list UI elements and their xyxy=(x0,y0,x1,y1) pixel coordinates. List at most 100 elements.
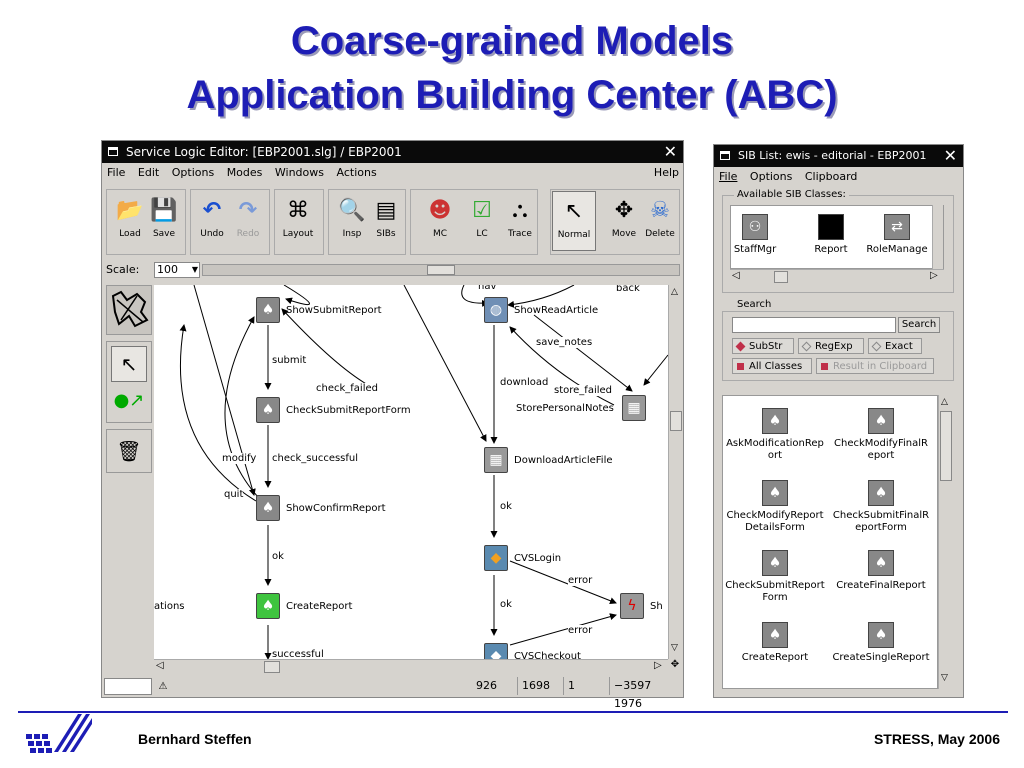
node-cvs-login[interactable]: ◆ xyxy=(484,545,508,571)
edge-label: store_failed xyxy=(554,385,612,396)
layout-button[interactable]: ⌘Layout xyxy=(276,191,320,251)
mc-label: MC xyxy=(432,229,448,239)
menu-edit[interactable]: Edit xyxy=(137,166,160,179)
status-input[interactable] xyxy=(104,678,152,695)
edge-label: successful xyxy=(272,649,324,659)
exact-radio[interactable]: Exact xyxy=(868,338,922,354)
scroll-up-icon[interactable]: △ xyxy=(941,397,948,407)
connect-tool-button[interactable]: ●↗ xyxy=(111,384,147,420)
delete-label: Delete xyxy=(645,229,675,239)
sib-item[interactable]: ♠CreateSingleReport xyxy=(831,622,931,664)
scroll-left-icon[interactable]: ◁ xyxy=(156,660,164,671)
node-show-confirm-report[interactable]: ♠ xyxy=(256,495,280,521)
sib-list-vertical-scrollbar[interactable]: △ ▽ xyxy=(938,395,953,689)
all-classes-check[interactable]: All Classes xyxy=(732,358,812,374)
sib-item-label: CreateReport xyxy=(741,652,809,663)
download-file-icon: ▦ xyxy=(489,452,503,468)
node-download-article-file[interactable]: ▦ xyxy=(484,447,508,473)
save-button[interactable]: 💾Save xyxy=(142,191,186,251)
regexp-radio[interactable]: RegExp xyxy=(798,338,864,354)
node-store-personal-notes[interactable]: ▦ xyxy=(622,395,646,421)
menu-modes[interactable]: Modes xyxy=(226,166,263,179)
menu-clipboard[interactable]: Clipboard xyxy=(804,170,858,183)
menu-file[interactable]: File xyxy=(719,170,738,183)
canvas-vertical-scrollbar[interactable]: △ ▽ xyxy=(668,285,683,659)
node-check-submit-report-form[interactable]: ♠ xyxy=(256,397,280,423)
mc-button[interactable]: ☻MC xyxy=(418,191,462,251)
menu-options[interactable]: Options xyxy=(749,170,793,183)
sib-titlebar[interactable]: SIB List: ewis - editorial - EBP2001 ✕ xyxy=(714,145,963,167)
sib-item[interactable]: ♠CreateReport xyxy=(725,622,825,664)
scroll-left-icon[interactable]: ◁ xyxy=(732,270,740,281)
chevron-down-icon[interactable]: ▼ xyxy=(191,265,198,274)
horizontal-scroll-thumb[interactable] xyxy=(774,271,788,283)
tool-group-select: ↖ ●↗ xyxy=(106,341,152,423)
load-button[interactable]: 📂Load xyxy=(108,191,152,251)
horizontal-scroll-thumb[interactable] xyxy=(264,661,280,673)
menu-windows[interactable]: Windows xyxy=(274,166,324,179)
normal-mode-button[interactable]: ↖Normal xyxy=(552,191,596,251)
status-count: 1 xyxy=(564,677,610,695)
fish-icon: ◆ xyxy=(490,550,502,566)
search-button[interactable]: Search xyxy=(898,317,940,333)
available-classes-list[interactable]: ⚇StaffMgr Report ⇄RoleManage xyxy=(730,205,944,269)
canvas-horizontal-scrollbar[interactable]: ◁ ▷ xyxy=(154,659,668,674)
sibs-button[interactable]: ▤SIBs xyxy=(364,191,408,251)
menu-actions[interactable]: Actions xyxy=(336,166,377,179)
class-report[interactable]: Report xyxy=(781,214,881,256)
sib-item-label-2: ort xyxy=(767,450,783,461)
scale-slider-thumb[interactable] xyxy=(427,265,455,275)
insp-button[interactable]: 🔍Insp xyxy=(330,191,374,251)
pan-icon[interactable]: ✥ xyxy=(670,659,680,670)
close-icon[interactable]: ✕ xyxy=(663,142,677,161)
vertical-scroll-thumb[interactable] xyxy=(670,411,682,431)
search-input[interactable] xyxy=(732,317,896,333)
scale-slider[interactable] xyxy=(202,264,680,276)
substr-radio[interactable]: SubStr xyxy=(732,338,794,354)
window-menu-icon[interactable] xyxy=(720,151,730,160)
undo-button[interactable]: ↶Undo xyxy=(190,191,234,251)
vertical-scroll-thumb[interactable] xyxy=(940,411,952,481)
scale-input[interactable]: 100▼ xyxy=(154,262,200,278)
scroll-down-icon[interactable]: ▽ xyxy=(941,673,948,683)
exact-label: Exact xyxy=(885,341,913,352)
close-icon[interactable]: ✕ xyxy=(943,146,957,165)
node-show-read-article[interactable]: ◍ xyxy=(484,297,508,323)
classes-vertical-scrollbar[interactable] xyxy=(932,205,943,269)
overview-minimap[interactable] xyxy=(106,285,152,335)
result-clipboard-check[interactable]: Result in Clipboard xyxy=(816,358,934,374)
classes-horizontal-scrollbar[interactable]: ◁ ▷ xyxy=(730,269,944,284)
scroll-up-icon[interactable]: △ xyxy=(671,287,678,297)
editor-titlebar[interactable]: Service Logic Editor: [EBP2001.slg] / EB… xyxy=(102,141,683,163)
redo-button[interactable]: ↷Redo xyxy=(226,191,270,251)
lc-button[interactable]: ☑LC xyxy=(460,191,504,251)
trace-button[interactable]: ⛬Trace xyxy=(498,191,542,251)
scroll-right-icon[interactable]: ▷ xyxy=(654,660,662,671)
edge-label: quit xyxy=(224,489,244,500)
menu-options[interactable]: Options xyxy=(171,166,215,179)
node-create-report[interactable]: ♠ xyxy=(256,593,280,619)
move-button[interactable]: ✥Move xyxy=(602,191,646,251)
scroll-down-icon[interactable]: ▽ xyxy=(671,643,678,653)
sib-item-label: CreateSingleReport xyxy=(832,652,930,663)
graph-canvas[interactable]: ♠ ShowSubmitReport ♠ CheckSubmitReportFo… xyxy=(154,285,668,659)
node-show-submit-report[interactable]: ♠ xyxy=(256,297,280,323)
sib-item[interactable]: ♠CreateFinalReport xyxy=(831,550,931,592)
select-tool-button[interactable]: ↖ xyxy=(111,346,147,382)
class-staffmgr[interactable]: ⚇StaffMgr xyxy=(705,214,805,256)
node-error-handler[interactable]: ϟ xyxy=(620,593,644,619)
menu-help[interactable]: Help xyxy=(653,166,679,179)
delete-button[interactable]: ☠Delete xyxy=(638,191,682,251)
class-rolemanage[interactable]: ⇄RoleManage xyxy=(847,214,947,256)
node-cvs-checkout[interactable]: ◆ xyxy=(484,643,508,659)
menu-file[interactable]: File xyxy=(107,166,126,179)
trash-button[interactable]: 🗑 xyxy=(106,429,152,473)
window-menu-icon[interactable] xyxy=(108,147,118,156)
scroll-right-icon[interactable]: ▷ xyxy=(930,270,938,281)
